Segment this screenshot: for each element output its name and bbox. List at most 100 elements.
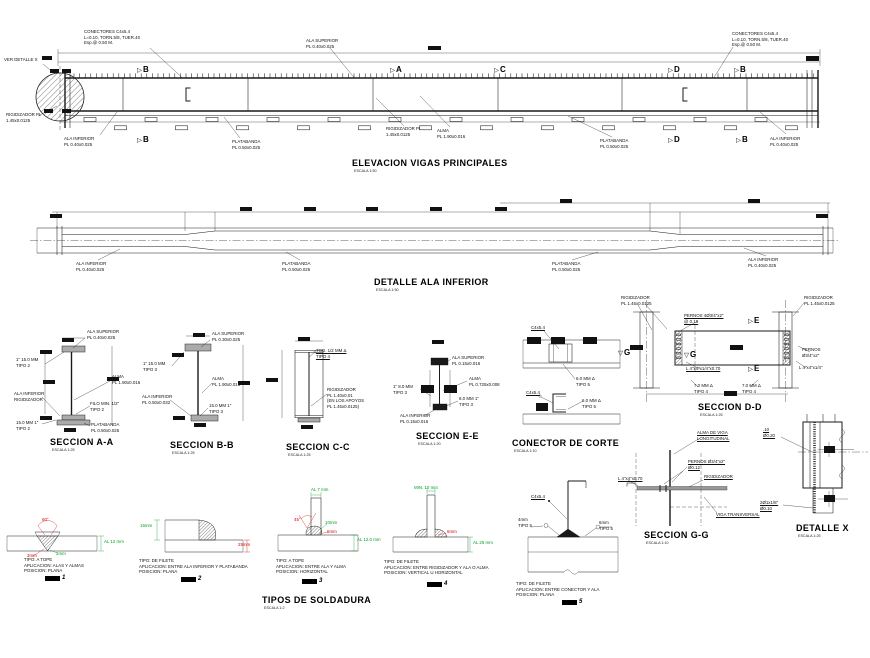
title-seccion-a-a: SECCION A-A: [50, 437, 114, 447]
label-conectores-der: CONECTORES C4x5.4 L=0.10, TORN.5/8, TUER…: [732, 31, 789, 48]
label-rigidizador-centro: RIGIDIZADOR PL 1.45x0.0125: [386, 126, 422, 137]
title-elevacion: ELEVACION VIGAS PRINCIPALES: [352, 158, 508, 168]
title-seccion-g-g-scale: ESCALA 1:10: [646, 540, 669, 545]
label-conector-soldadura-inf: 6.0 MM Δ TIPO 5: [582, 398, 601, 409]
label-ee-alma: ALMA PL 0.725x0.008: [469, 376, 500, 387]
seccion-g-g-view: [626, 437, 728, 526]
label-ala-inferior-der: ALA INFERIOR PL 0.40x0.025: [770, 136, 801, 147]
dim-weld3-espesor-alma: AL 7 mm: [311, 487, 329, 492]
title-seccion-e-e: SECCION E-E: [416, 431, 479, 441]
title-detalle-x-scale: ESCALA 1:25: [798, 533, 821, 538]
weld-tipo-2-view: [154, 519, 250, 553]
section-marker-b-0: ▷B: [137, 65, 149, 74]
marker-letter: B: [143, 65, 149, 74]
flag-right-icon: ▷: [494, 66, 499, 74]
dim-weld3-angulo: 45°: [294, 517, 301, 522]
marker-letter: G: [690, 350, 697, 359]
dim-weld5-filete-der: 6mm TIPO 5: [599, 520, 613, 531]
label-bb-soldadura-sup: 1" 15.0 MM TIPO 3: [143, 361, 166, 372]
label-bb-ala-superior: ALA SUPERIOR PL 0.30x0.025: [212, 331, 245, 342]
flag-right-icon: ▷: [748, 317, 753, 325]
label-platabanda-det2: PLATABANDA PL 0.50x0.025: [552, 261, 581, 272]
label-dd-soldadura-1: 7.0 MM Δ TIPO 4: [694, 383, 713, 394]
label-aa-soldadura-inf: 15.0 MM 1" TIPO 2: [16, 420, 39, 431]
title-conector-de-corte-scale: ESCALA 1:10: [514, 448, 537, 453]
title-seccion-a-a-scale: ESCALA 1:25: [52, 447, 75, 452]
section-marker-e-8: ▷E: [748, 316, 759, 325]
title-seccion-b-b-scale: ESCALA 1:25: [172, 450, 195, 455]
title-detalle-ala-inferior: DETALLE ALA INFERIOR: [374, 277, 489, 287]
label-dd-pernos-der: PERNOS Ø3/4"x2": [802, 347, 821, 358]
label-dd-angular-der: L 4"x4"x1/4": [799, 365, 823, 370]
label-ee-ala-superior: ALA SUPERIOR PL 0.15x0.016: [452, 355, 485, 366]
weld-tipo-1-view: [6, 520, 104, 557]
label-platabanda-izq: PLATABANDA PL 0.50x0.025: [232, 139, 261, 150]
title-seccion-c-c-scale: ESCALA 1:25: [288, 452, 311, 457]
dim-weld4-filete: 6mm: [447, 529, 457, 534]
title-elevacion-scale: ESCALA 1:50: [354, 168, 377, 173]
label-ee-soldadura-der: 8.0 MM 1" TIPO 3: [459, 396, 479, 407]
label-gg-pernos: PERNOS Ø3/4"x2" Ø0.12: [688, 459, 726, 470]
label-bb-alma: ALMA PL 1.90x0.016: [212, 376, 241, 387]
label-ala-inferior-det2: ALA INFERIOR PL 0.40x0.025: [748, 257, 779, 268]
label-aa-ala-inf-rigidizador: ALA INFERIOR RIGIDIZADOR: [14, 391, 45, 402]
label-gg-alma-viga: ALMA DE VIGA LONGITUDINAL: [697, 430, 730, 441]
label-dd-rigidizador-izq: RIGIDIZADOR PL 1.45x0.0125: [621, 295, 652, 306]
type-number: 5: [579, 599, 583, 605]
label-dd-soldadura-2: 7.0 MM Δ TIPO 4: [742, 383, 761, 394]
seccion-b-b-view: [169, 335, 244, 422]
dim-weld5-filete-izq: 4mm TIPO 5: [518, 517, 532, 528]
marker-letter: B: [742, 135, 748, 144]
label-gg-rigidizador: RIGIDIZADOR: [704, 474, 733, 479]
seccion-d-d-view: [633, 300, 811, 402]
marker-letter: A: [396, 65, 402, 74]
dim-weld4-min: MIN. 10 mm: [414, 485, 438, 490]
dim-weld2-espesor2: 25mm: [238, 542, 251, 547]
weld-type-box-3: 3: [302, 578, 322, 584]
weld-tipo-3-view: [277, 492, 359, 552]
marker-letter: D: [674, 65, 680, 74]
dim-weld1-abertura: 2mm: [56, 551, 66, 556]
label-conector-canal-inf: C4x5.4: [526, 390, 540, 395]
dim-weld3-espesor-ala: AL 12.0 mm: [357, 537, 381, 542]
type-number: 2: [198, 576, 202, 582]
section-marker-d-3: ▷D: [668, 65, 680, 74]
label-alma-centro: ALMA PL 1.90x0.016: [437, 128, 466, 139]
label-dd-pernos: PERNOS 4Ø3/4"x2" @ 0.10: [684, 313, 724, 324]
section-marker-b-7: ▷B: [736, 135, 748, 144]
weld-tipo-4-view: [392, 488, 473, 553]
marker-letter: C: [500, 65, 506, 74]
section-marker-c-2: ▷C: [494, 65, 506, 74]
dim-weld1-espesor: AL 12 mm: [104, 539, 124, 544]
title-tipos-de-soldadura-scale: ESCALA 1:2: [264, 605, 285, 610]
label-cc-rigidizador: RIGIDIZADOR PL 1.40x0.01 (EN LOS APOYOS …: [327, 387, 365, 410]
flag-right-icon: ▷: [668, 136, 673, 144]
seccion-a-a-view: [41, 337, 113, 427]
weld-type-box-2: 2: [181, 576, 201, 582]
type-label-bar: [302, 578, 317, 584]
section-marker-g-11: ▽G: [684, 350, 696, 359]
label-gg-viga-transversal: VIGA TRANSVERSAL: [716, 512, 760, 517]
label-aa-alma: ALMA PL 1.90x0.016: [112, 374, 141, 385]
dim-weld1-raiz: 3mm: [27, 553, 37, 558]
dimension-text-blocks: [40, 46, 835, 502]
label-ver-detalle-x: VER DETALLE X: [4, 57, 38, 62]
section-marker-b-5: ▷B: [137, 135, 149, 144]
label-weld4-texto: TIPO: DE FILETE APLICACION: ENTRE RIGIDI…: [384, 559, 489, 576]
label-bb-soldadura-inf: 15.0 MM 1" TIPO 3: [209, 403, 232, 414]
elevation-dimension-blocks: [83, 117, 798, 131]
label-conector-soldadura-sup: 6.0 MM Δ TIPO 5: [576, 376, 595, 387]
title-seccion-e-e-scale: ESCALA 1:20: [418, 441, 441, 446]
marker-letter: D: [674, 135, 680, 144]
type-label-bar: [562, 599, 577, 605]
label-weld1-texto: TIPO: A TOPE APLICACION: ALAS Y ALMAS PO…: [24, 557, 84, 574]
label-ee-soldadura-izq: 1" 8.0 MM TIPO 3: [393, 384, 413, 395]
label-ala-inferior-izq: ALA INFERIOR PL 0.40x0.025: [64, 136, 95, 147]
title-detalle-x: DETALLE X: [796, 523, 849, 533]
flag-down-icon: ▽: [684, 351, 689, 359]
section-marker-e-9: ▷E: [748, 364, 759, 373]
weld-type-box-4: 4: [427, 581, 447, 587]
dim-weld3-garganta: 10mm: [325, 520, 338, 525]
title-seccion-g-g: SECCION G-G: [644, 530, 709, 540]
section-marker-a-1: ▷A: [390, 65, 402, 74]
